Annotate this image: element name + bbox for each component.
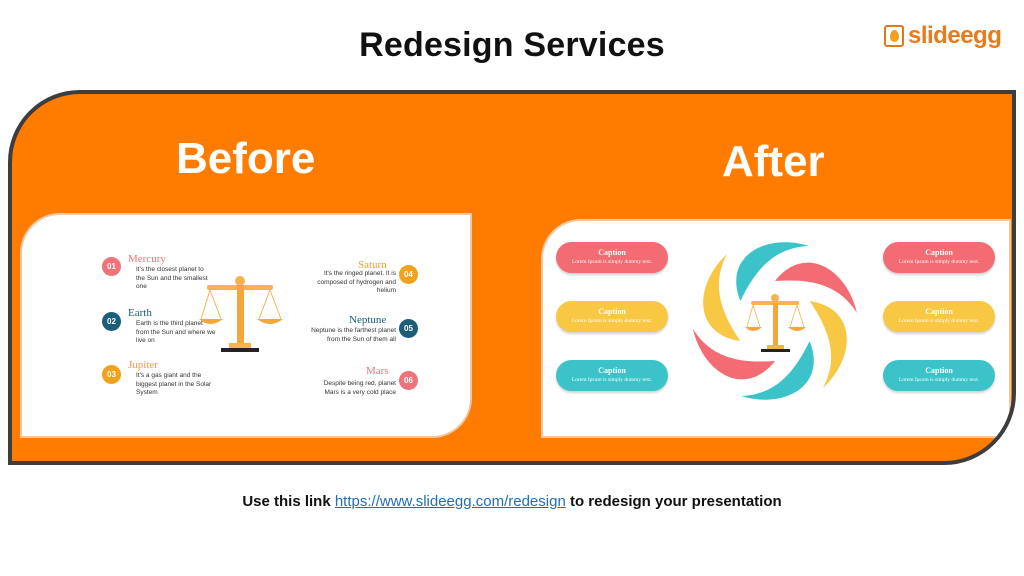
swirl-petal <box>809 301 847 389</box>
planet-name: Mars <box>366 365 389 377</box>
planet-number-badge: 02 <box>102 312 121 331</box>
planet-name: Mercury <box>128 253 166 265</box>
planet-number-badge: 05 <box>399 319 418 338</box>
before-heading: Before <box>176 134 316 183</box>
egg-icon <box>884 25 904 47</box>
planet-number-badge: 03 <box>102 365 121 384</box>
footer-text: Use this link https://www.slideegg.com/r… <box>0 493 1024 510</box>
planet-name: Jupiter <box>128 359 158 371</box>
swirl-petal-graphic <box>693 242 857 400</box>
scale-icon <box>745 294 806 352</box>
slideegg-logo: slideegg <box>884 22 1002 50</box>
after-heading: After <box>722 137 825 186</box>
swirl-petal <box>775 262 857 313</box>
scale-icon <box>199 276 283 352</box>
planet-number-badge: 04 <box>399 265 418 284</box>
planet-name: Neptune <box>349 314 387 326</box>
swirl-petal <box>693 329 775 380</box>
planet-name: Saturn <box>358 259 387 271</box>
planet-number-badge: 01 <box>102 257 121 276</box>
swirl-petal <box>703 253 741 341</box>
swirl-petal <box>740 341 814 400</box>
footer-prefix: Use this link <box>242 493 331 510</box>
planet-name: Earth <box>128 307 152 319</box>
planet-number-badge: 06 <box>399 371 418 390</box>
comparison-panel: Before After 01 Mercury It's the closest… <box>8 90 1016 465</box>
logo-text: slideegg <box>908 22 1002 49</box>
swirl-petal <box>736 242 810 301</box>
page-title: Redesign Services <box>359 26 665 64</box>
redesign-link[interactable]: https://www.slideegg.com/redesign <box>334 493 566 510</box>
footer-suffix: to redesign your presentation <box>569 493 782 510</box>
